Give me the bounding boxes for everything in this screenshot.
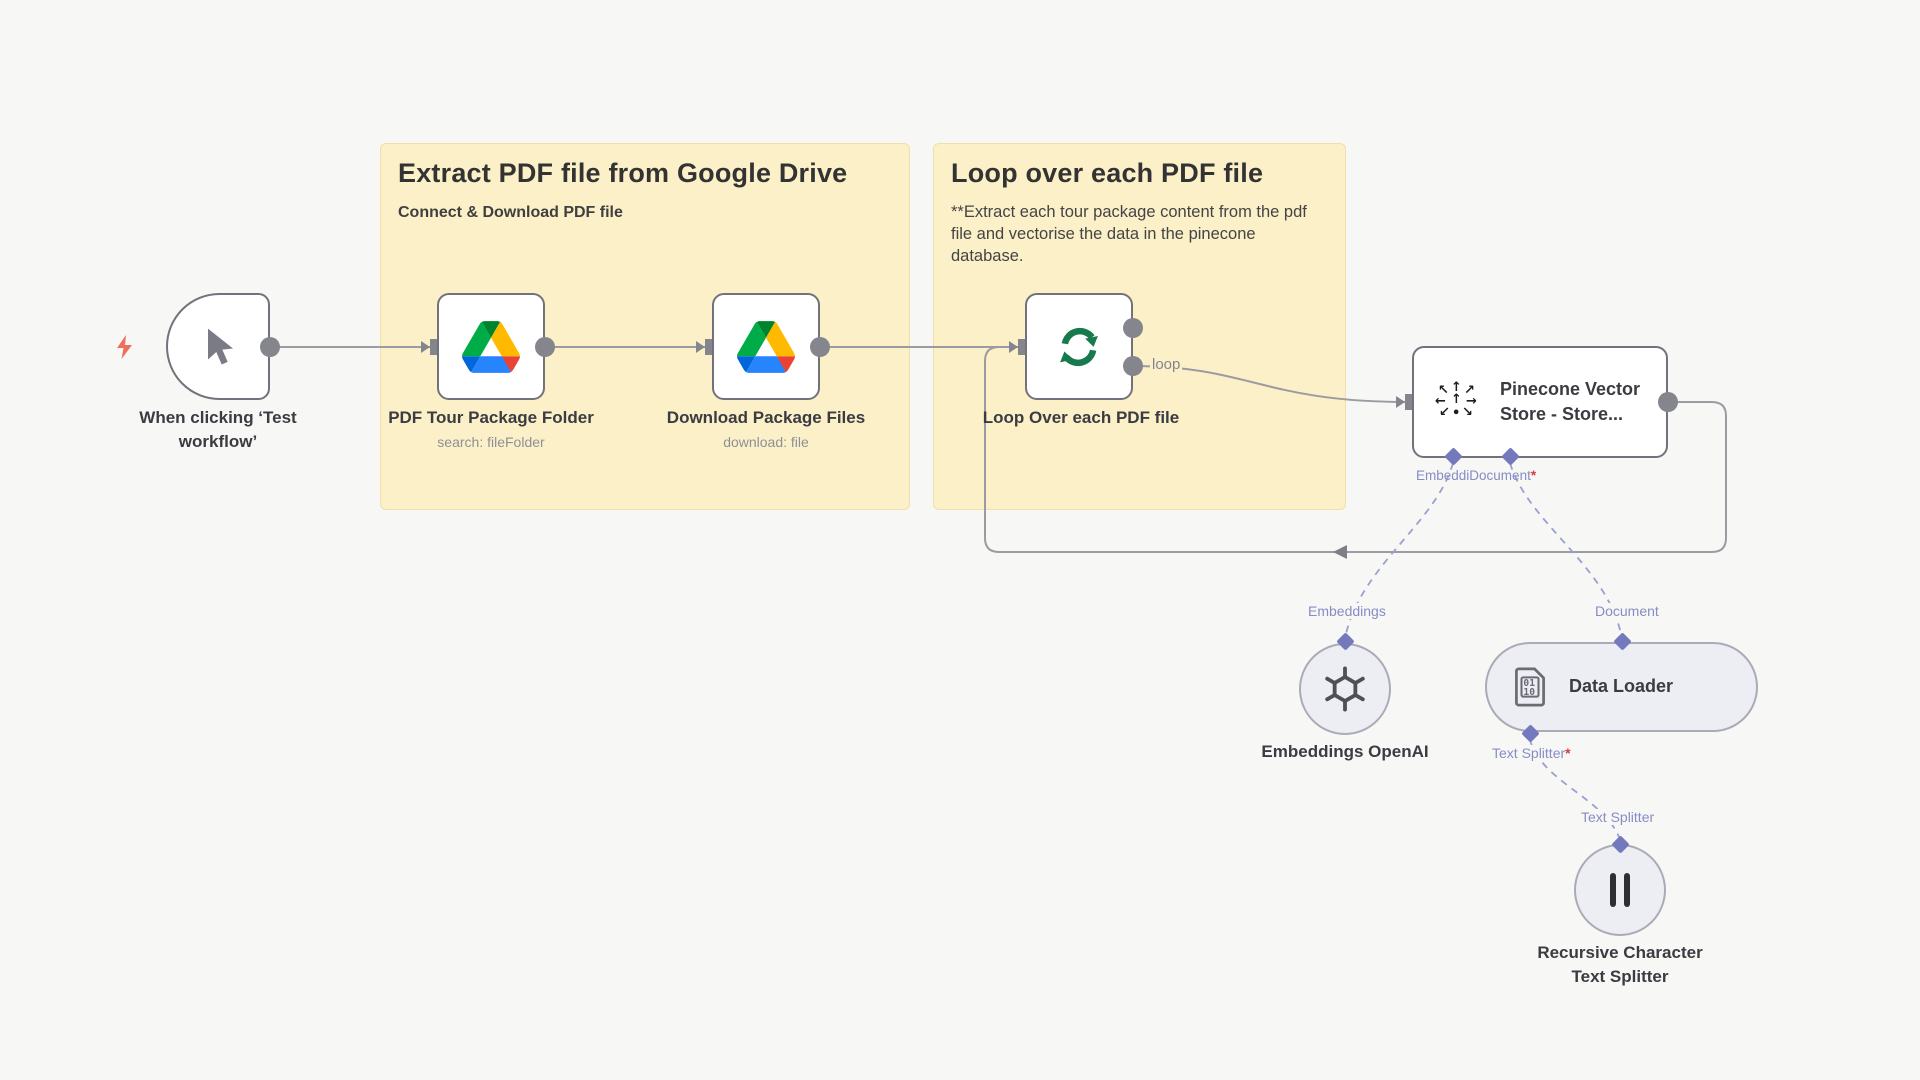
sticky-body: **Extract each tour package content from… xyxy=(951,203,1307,265)
document-port-label: Document xyxy=(1592,603,1662,619)
sticky-title: Loop over each PDF file xyxy=(951,158,1264,188)
node-subtitle: download: file xyxy=(723,433,809,450)
svg-text:10: 10 xyxy=(1523,687,1535,698)
node-subtitle: search: fileFolder xyxy=(437,433,545,450)
pinecone-port-labels: EmbeddiDocument* xyxy=(1416,468,1537,483)
text-splitter-icon xyxy=(1610,873,1630,907)
node-recursive-text-splitter[interactable] xyxy=(1574,844,1666,936)
loop-output-label: loop xyxy=(1150,356,1183,373)
edge-pinecone-loopback xyxy=(984,346,1727,553)
splitter-port-label: Text Splitter xyxy=(1578,809,1658,825)
pinecone-icon: ↖ ↑ ↗ ← ↑ → ↙ ↘ • xyxy=(1435,380,1477,421)
node-title-data-loader: Data Loader xyxy=(1569,676,1674,697)
google-drive-icon xyxy=(462,320,520,373)
node-loop-over-items[interactable] xyxy=(1025,293,1133,400)
node-drive-download[interactable] xyxy=(712,293,820,400)
loopback-arrowhead xyxy=(1333,545,1347,559)
text-splitter-port-label: Text Splitter* xyxy=(1489,745,1574,761)
svg-text:01: 01 xyxy=(1523,678,1535,689)
cursor-icon xyxy=(208,328,233,364)
node-data-loader[interactable]: 01 10 Data Loader xyxy=(1485,642,1758,732)
loop-icon xyxy=(1060,327,1098,366)
node-title-drive-download: Download Package Files download: file xyxy=(616,406,916,452)
node-title-trigger: When clicking ‘Test workflow’ xyxy=(139,408,297,451)
node-drive-folder[interactable] xyxy=(437,293,545,400)
openai-icon xyxy=(1325,666,1365,712)
node-pinecone-vector-store[interactable]: ↖ ↑ ↗ ← ↑ → ↙ ↘ • Pinecone Vector Store … xyxy=(1412,346,1668,458)
google-drive-icon xyxy=(737,320,795,373)
node-title-pinecone: Pinecone Vector Store - Store... xyxy=(1500,378,1641,424)
sticky-subtitle: Connect & Download PDF file xyxy=(398,204,623,221)
trigger-bolt-icon xyxy=(117,335,132,359)
node-title-splitter: Recursive Character Text Splitter xyxy=(1537,943,1703,986)
node-title-loop: Loop Over each PDF file xyxy=(982,408,1180,427)
node-title-embeddings: Embeddings OpenAI xyxy=(1261,742,1429,761)
node-embeddings-openai[interactable] xyxy=(1299,643,1391,735)
sticky-title: Extract PDF file from Google Drive xyxy=(398,158,848,188)
sticky-note-loop[interactable]: Loop over each PDF file **Extract each t… xyxy=(933,143,1346,510)
binary-file-icon: 01 10 xyxy=(1515,667,1545,707)
embeddings-port-label: Embeddings xyxy=(1305,603,1389,619)
node-title-drive-folder: PDF Tour Package Folder search: fileFold… xyxy=(341,406,641,452)
node-manual-trigger[interactable] xyxy=(166,293,270,400)
